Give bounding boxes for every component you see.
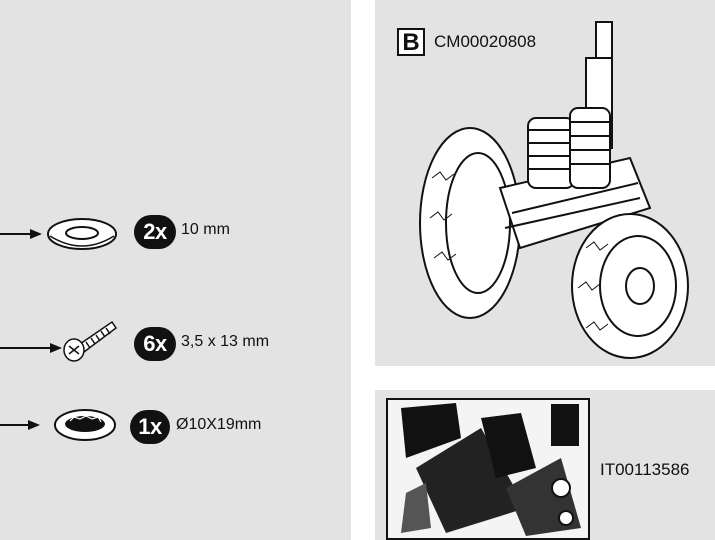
part-size-label: 3,5 x 13 mm xyxy=(181,333,270,350)
wheel-assembly-image xyxy=(419,21,689,359)
quantity-badge: 6x xyxy=(134,327,176,361)
quantity-badge: 1x xyxy=(130,410,170,444)
part-size-label: Ø10X19mm xyxy=(176,416,262,433)
arrow-right-icon xyxy=(0,229,42,239)
decal-code: IT00113586 xyxy=(600,460,690,479)
screw-icon xyxy=(63,320,118,362)
part-size-label: 10 mm xyxy=(181,221,230,238)
arrow-right-icon xyxy=(0,343,62,353)
washer-icon xyxy=(47,218,117,250)
arrow-right-icon xyxy=(0,420,40,430)
push-nut-icon xyxy=(54,409,116,441)
assembly-code: CM00020808 xyxy=(434,32,537,51)
hardware-panel xyxy=(0,0,351,540)
quantity-badge: 2x xyxy=(134,215,176,249)
assembly-letter: B xyxy=(397,28,425,56)
decal-sheet-image xyxy=(386,398,590,540)
